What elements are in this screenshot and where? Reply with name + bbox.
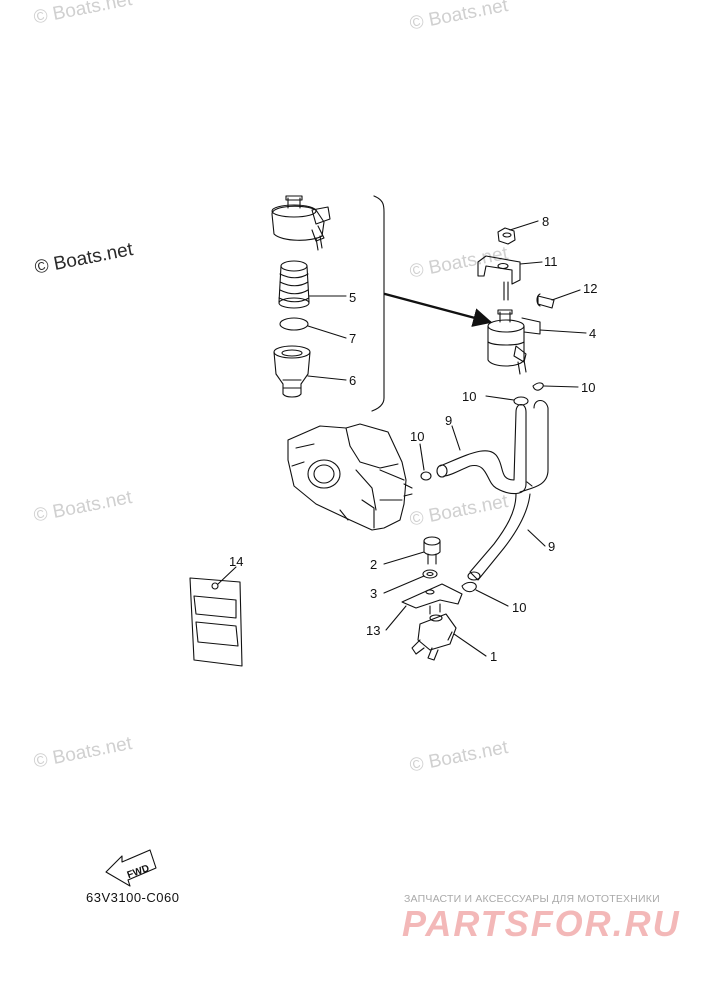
filter-cup-6: [273, 345, 311, 398]
callout-8: 8: [542, 214, 549, 229]
filter-head-exploded: [271, 195, 331, 251]
bracket-13: [401, 583, 463, 609]
callout-7: 7: [349, 331, 356, 346]
nut-8: [497, 227, 516, 245]
callout-5: 5: [349, 290, 356, 305]
filter-element-5: [278, 260, 310, 309]
brand-logo: PARTSFOR.RU: [402, 903, 681, 944]
fuel-joint-1: [411, 603, 457, 661]
callout-2: 2: [370, 557, 377, 572]
fuel-hose-9-lower: [467, 493, 531, 581]
washer-3: [422, 569, 438, 579]
fwd-arrow-icon: [105, 849, 157, 887]
callout-14: 14: [229, 554, 243, 569]
callout-13: 13: [366, 623, 380, 638]
leader-lines: [217, 220, 587, 657]
callout-9-a: 9: [445, 413, 452, 428]
callout-10-c: 10: [410, 429, 424, 444]
callout-6: 6: [349, 373, 356, 388]
diagram-code: 63V3100-C060: [86, 890, 180, 905]
clip-10-c: [420, 471, 432, 481]
callout-12: 12: [583, 281, 597, 296]
carburetor: [287, 423, 413, 531]
group-bracket: [371, 195, 385, 412]
callout-4: 4: [589, 326, 596, 341]
fuel-filter-assy-4: [487, 309, 541, 375]
callout-11: 11: [544, 254, 558, 269]
clip-10-b: [532, 382, 544, 391]
callout-1: 1: [490, 649, 497, 664]
o-ring-7: [279, 317, 309, 331]
callout-10-a: 10: [462, 389, 476, 404]
fuel-hose-9-upper: [436, 399, 549, 495]
bracket-11: [477, 255, 521, 301]
callout-10-b: 10: [581, 380, 595, 395]
label-sheet-14: [189, 577, 243, 667]
callout-10-d: 10: [512, 600, 526, 615]
callout-3: 3: [370, 586, 377, 601]
fwd-label: FWD: [126, 863, 151, 881]
bolt-2: [423, 536, 441, 565]
callout-9-b: 9: [548, 539, 555, 554]
bolt-12: [536, 293, 555, 309]
clip-10-d: [461, 581, 477, 593]
brand-tagline: ЗАПЧАСТИ И АКСЕССУАРЫ ДЛЯ МОТОТЕХНИКИ: [404, 893, 660, 905]
clip-10-a: [513, 396, 529, 406]
assembly-arrow: [383, 292, 493, 327]
